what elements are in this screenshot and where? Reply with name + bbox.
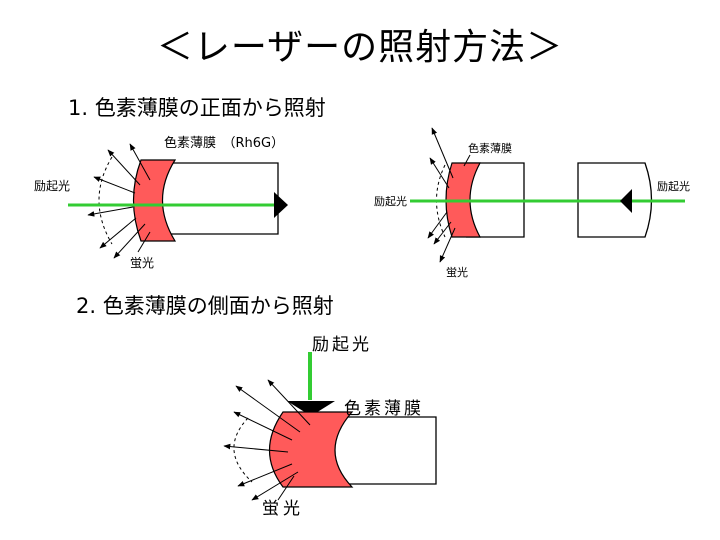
excitation-label: 励起光 xyxy=(312,335,372,355)
fluorescence-leader-line xyxy=(137,231,151,253)
film-leader-line xyxy=(463,154,471,167)
laser-source-marker xyxy=(274,192,288,218)
film-label: 色素薄膜 xyxy=(468,141,512,155)
cuvette-body xyxy=(160,162,279,235)
fluorescence-arrows xyxy=(87,143,151,259)
fluorescence-arrows xyxy=(223,379,311,501)
front-irradiation-diagram: 色素薄膜 （Rh6G） 励起光 蛍光 xyxy=(34,135,288,270)
fluorescence-arc xyxy=(233,417,253,483)
fluorescence-label: 蛍光 xyxy=(262,499,304,519)
page-title: ＜レーザーの照射方法＞ xyxy=(156,27,564,68)
side-irradiation-diagram: 励起光 色素薄膜 蛍光 xyxy=(223,335,437,519)
excitation-label-right: 励起光 xyxy=(657,179,690,193)
section1-heading: 1. 色素薄膜の正面から照射 xyxy=(68,96,326,120)
cuvette-right-body xyxy=(577,162,653,238)
film-label: 色素薄膜 xyxy=(344,399,424,419)
fluorescence-leader-line xyxy=(277,475,295,501)
section2-heading: 2. 色素薄膜の側面から照射 xyxy=(76,294,334,318)
cuvette-body xyxy=(345,416,437,485)
excitation-label: 励起光 xyxy=(34,179,70,193)
dye-film xyxy=(268,411,354,488)
fluorescence-arrows xyxy=(427,127,456,263)
laser-source-marker xyxy=(287,401,335,416)
fluorescence-label: 蛍光 xyxy=(130,256,154,270)
laser-source-marker xyxy=(620,189,632,213)
dye-film xyxy=(132,159,177,242)
fluorescence-arc xyxy=(98,156,113,245)
two-side-irradiation-diagram: 色素薄膜 励起光 励起光 蛍光 xyxy=(374,127,690,279)
excitation-label-left: 励起光 xyxy=(374,194,407,208)
film-label: 色素薄膜 （Rh6G） xyxy=(164,135,284,151)
fluorescence-label: 蛍光 xyxy=(446,265,468,279)
